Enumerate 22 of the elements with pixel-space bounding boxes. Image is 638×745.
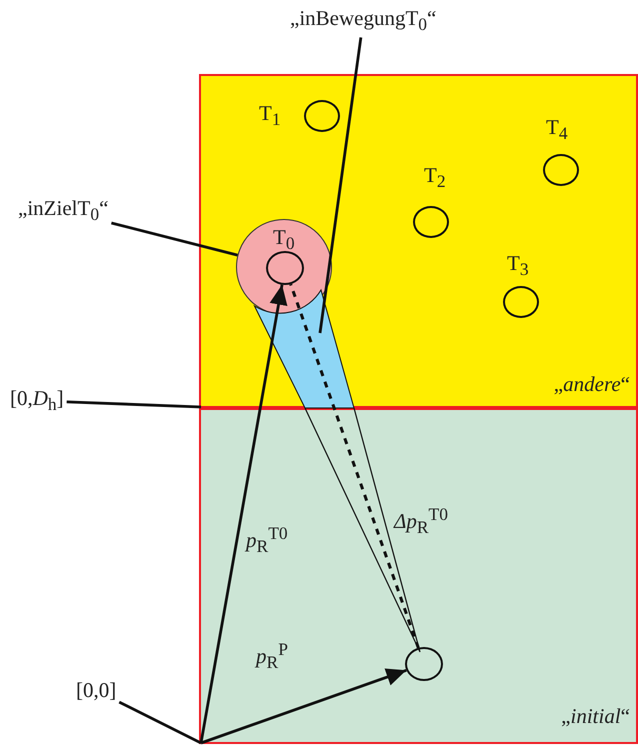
leader-line (318, 37, 362, 334)
leader-line (118, 700, 202, 744)
region-label: „initial“ (561, 704, 630, 728)
callout-text: [0,D$_{h}$] (10, 387, 64, 414)
callout-text: [0,0] (76, 679, 116, 702)
region-area (199, 408, 638, 744)
leader-line (66, 400, 202, 408)
ring-marker (405, 647, 443, 681)
target-label: T$_{1}$ (259, 102, 281, 130)
region-label: „andere“ (554, 372, 630, 396)
vector-arrow (200, 668, 407, 744)
callout-text: „inZielT$_{0}$“ (18, 197, 108, 224)
target-label: T$_{3}$ (507, 252, 529, 280)
target-label: T$_{2}$ (424, 164, 446, 192)
region-area (199, 74, 638, 408)
leader-line (111, 222, 238, 256)
target-label: T$_{4}$ (546, 116, 568, 144)
target-label: T$_{0}$ (273, 226, 295, 254)
difference-line (289, 284, 420, 648)
ring-marker (266, 251, 304, 285)
callout-text: „inBewegungT$_{0}$“ (290, 7, 436, 34)
vector-arrow (200, 284, 288, 744)
